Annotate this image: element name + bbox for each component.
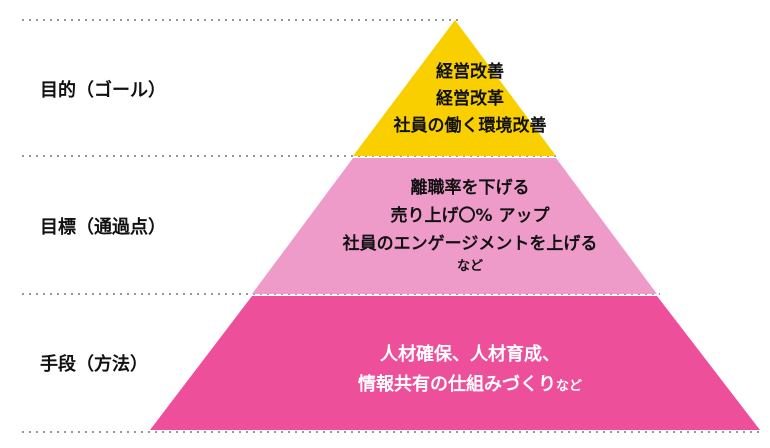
tier-text-method: 人材確保、人材育成、 情報共有の仕組みづくりなど (230, 340, 710, 402)
tier-text-target: 離職率を下げる 売り上げ〇% アップ 社員のエンゲージメントを上げる など (230, 174, 710, 276)
target-line-1: 離職率を下げる (410, 178, 530, 198)
pyramid-tier-bottom (150, 296, 760, 430)
tier-label-method: 手段（方法） (40, 354, 148, 375)
tier-label-target: 目標（通過点） (40, 217, 166, 238)
pyramid-tier-top (353, 20, 556, 156)
method-suffix: など (555, 379, 582, 394)
pyramid-tier-middle (252, 158, 657, 294)
target-line-2: 売り上げ〇% アップ (390, 206, 550, 226)
goal-line-3: 社員の働く環境改善 (393, 116, 547, 136)
method-line-2-main: 情報共有の仕組みづくり (357, 374, 556, 395)
method-line-1: 人材確保、人材育成、 (380, 344, 560, 365)
method-line-2: 情報共有の仕組みづくりなど (230, 370, 710, 402)
goal-line-2: 経営改革 (436, 89, 504, 109)
tier-label-goal: 目的（ゴール） (40, 80, 166, 101)
tier-text-goal: 経営改善 経営改革 社員の働く環境改善 (230, 59, 710, 140)
target-line-3: 社員のエンゲージメントを上げる (342, 234, 598, 254)
goal-line-1: 経営改善 (436, 62, 504, 82)
target-note: など (456, 259, 483, 274)
